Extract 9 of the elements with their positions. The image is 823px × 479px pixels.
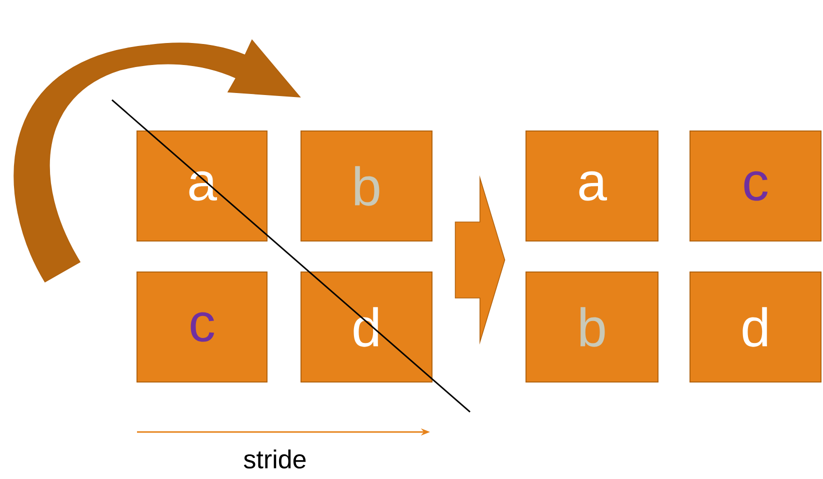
- axis-label: stride: [244, 449, 306, 469]
- letter-box: a: [136, 130, 268, 242]
- letter-box: b: [526, 272, 658, 382]
- block-arrow: [454, 175, 506, 345]
- letter-box: c: [136, 272, 268, 382]
- letter-box: b: [300, 130, 432, 242]
- letter-box: c: [690, 130, 822, 242]
- letter-box: a: [526, 130, 658, 242]
- letter-box: d: [690, 272, 822, 382]
